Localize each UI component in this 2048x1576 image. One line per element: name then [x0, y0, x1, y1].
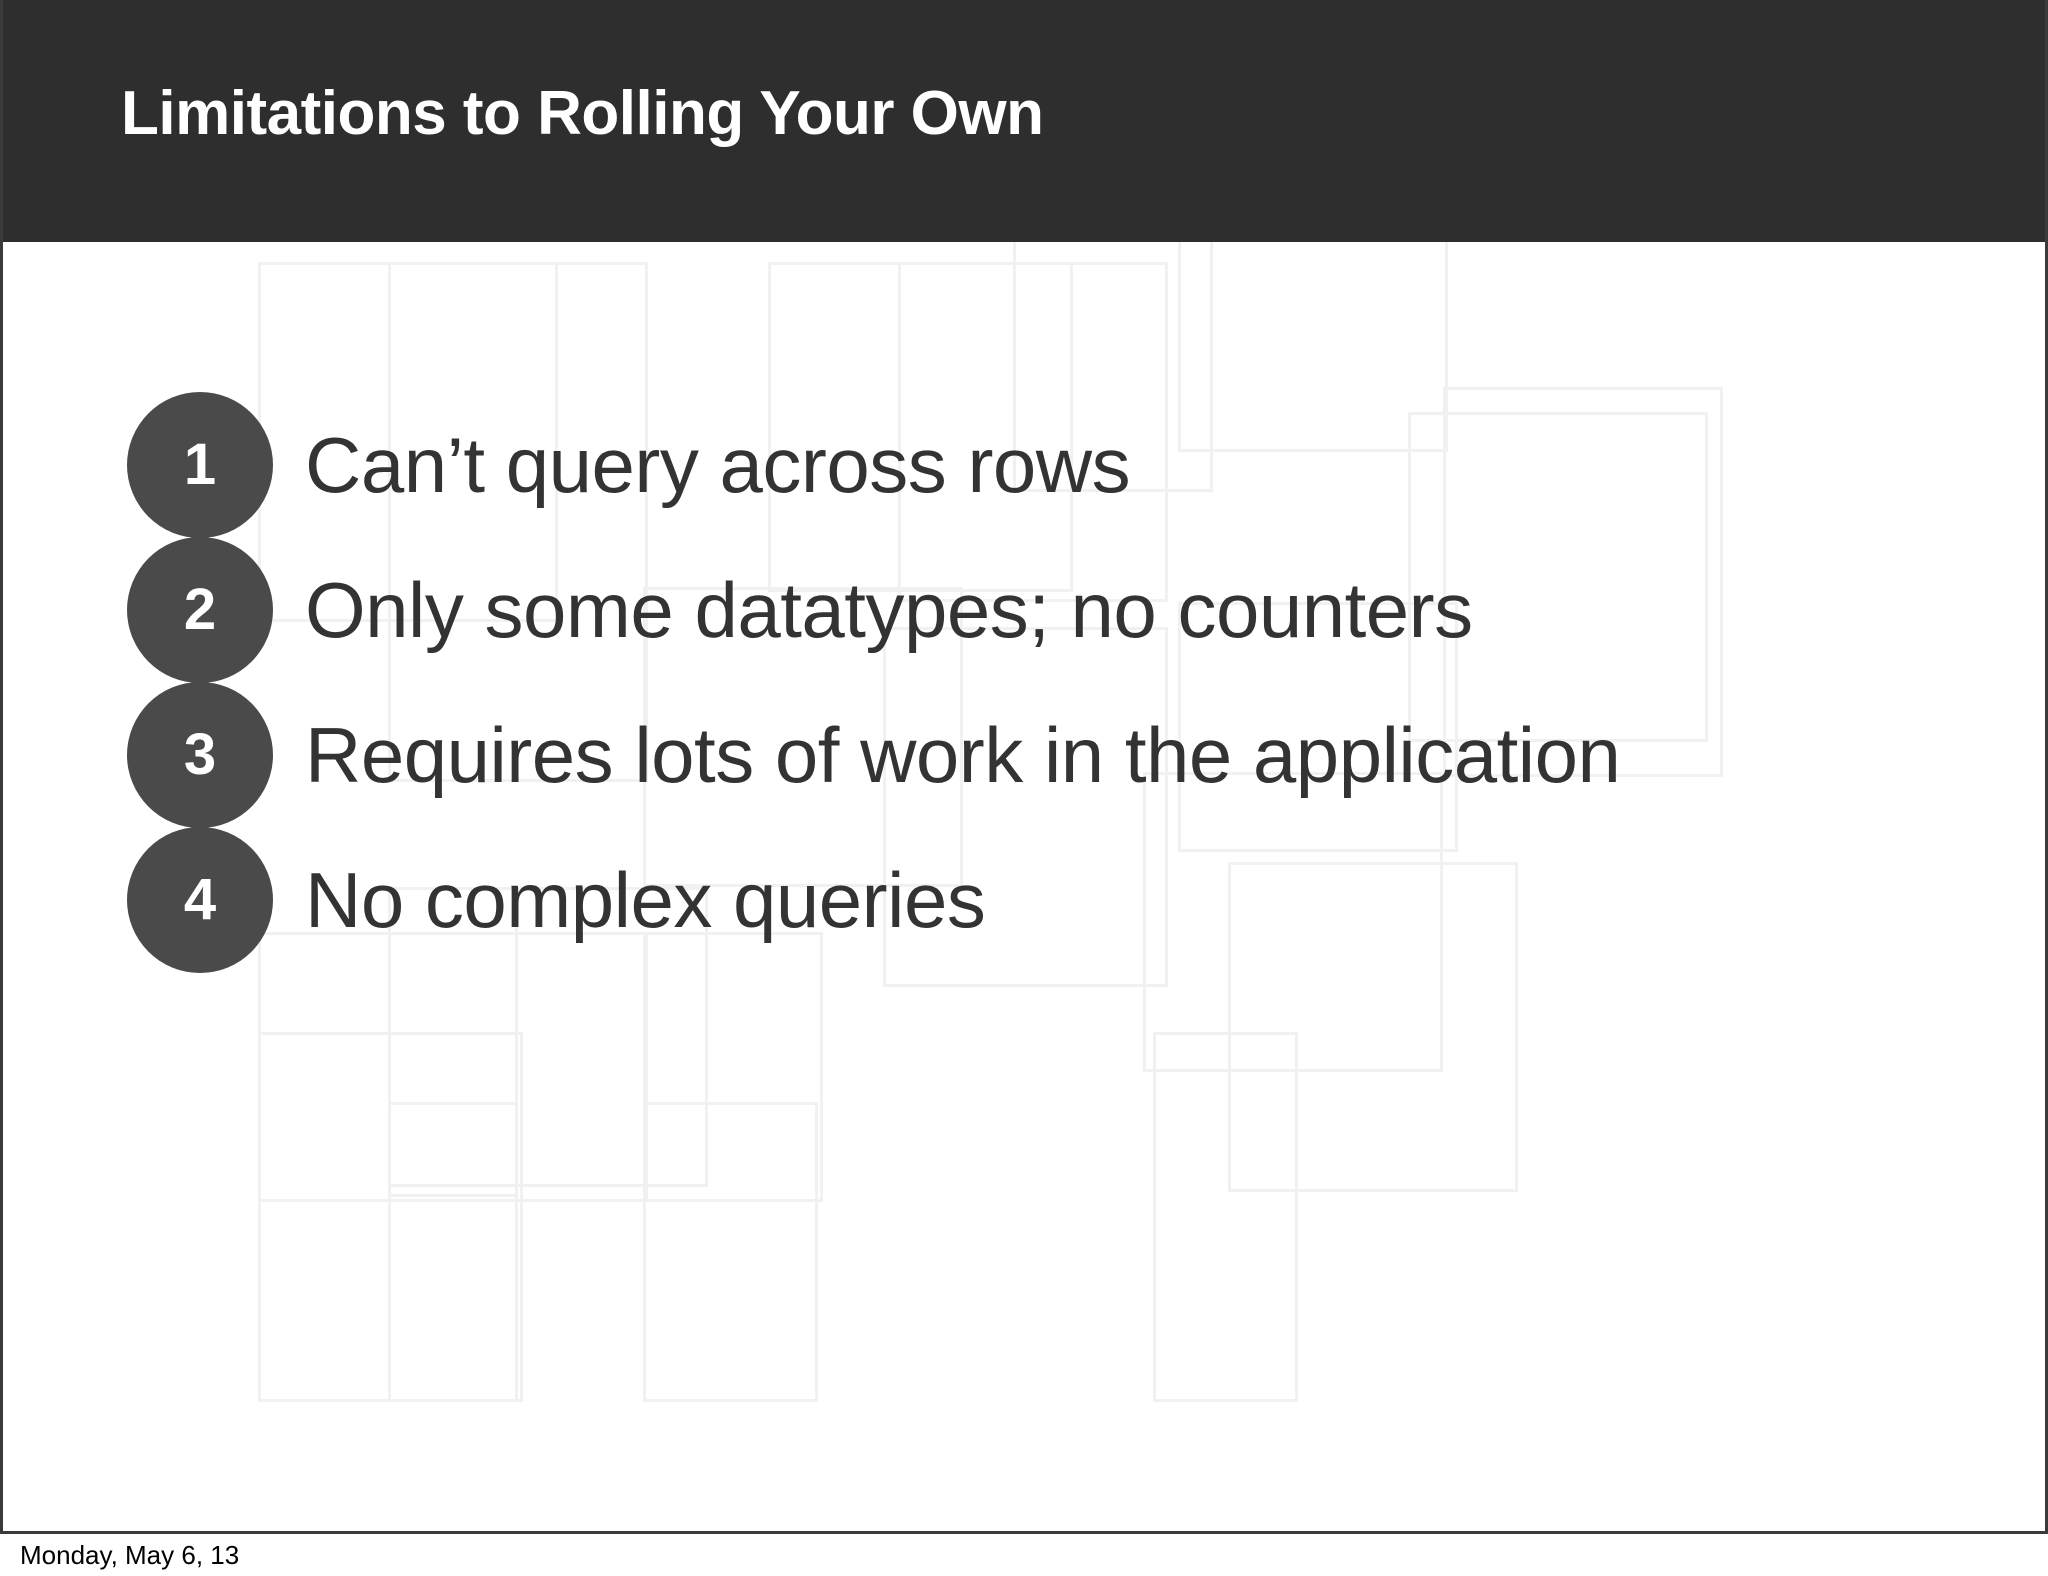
slide-frame: Limitations to Rolling Your Own 1 Can’t … [0, 0, 2048, 1534]
bullet-label-4: No complex queries [305, 856, 986, 944]
bullet-number-badge-1: 1 [127, 392, 273, 538]
watermark-rect [388, 1102, 518, 1402]
bullet-item-4: 4 No complex queries [127, 827, 986, 973]
watermark-rect [643, 1102, 818, 1402]
bullet-item-3: 3 Requires lots of work in the applicati… [127, 682, 1621, 828]
bullet-item-1: 1 Can’t query across rows [127, 392, 1131, 538]
bullet-number-badge-4: 4 [127, 827, 273, 973]
footer-date-label: Monday, May 6, 13 [20, 1540, 240, 1570]
bullet-number-badge-2: 2 [127, 537, 273, 683]
slide-title: Limitations to Rolling Your Own [121, 79, 1044, 148]
watermark-rect [1153, 1032, 1298, 1402]
watermark-rect [1228, 862, 1518, 1192]
watermark-rect [258, 1032, 523, 1402]
bullet-item-2: 2 Only some datatypes; no counters [127, 537, 1473, 683]
slide-footer: Monday, May 6, 13 [0, 1534, 2048, 1576]
bullet-number-badge-3: 3 [127, 682, 273, 828]
bullet-label-3: Requires lots of work in the application [305, 711, 1621, 799]
slide-title-bar: Limitations to Rolling Your Own [3, 0, 2045, 242]
bullet-label-2: Only some datatypes; no counters [305, 566, 1473, 654]
bullet-label-1: Can’t query across rows [305, 421, 1131, 509]
